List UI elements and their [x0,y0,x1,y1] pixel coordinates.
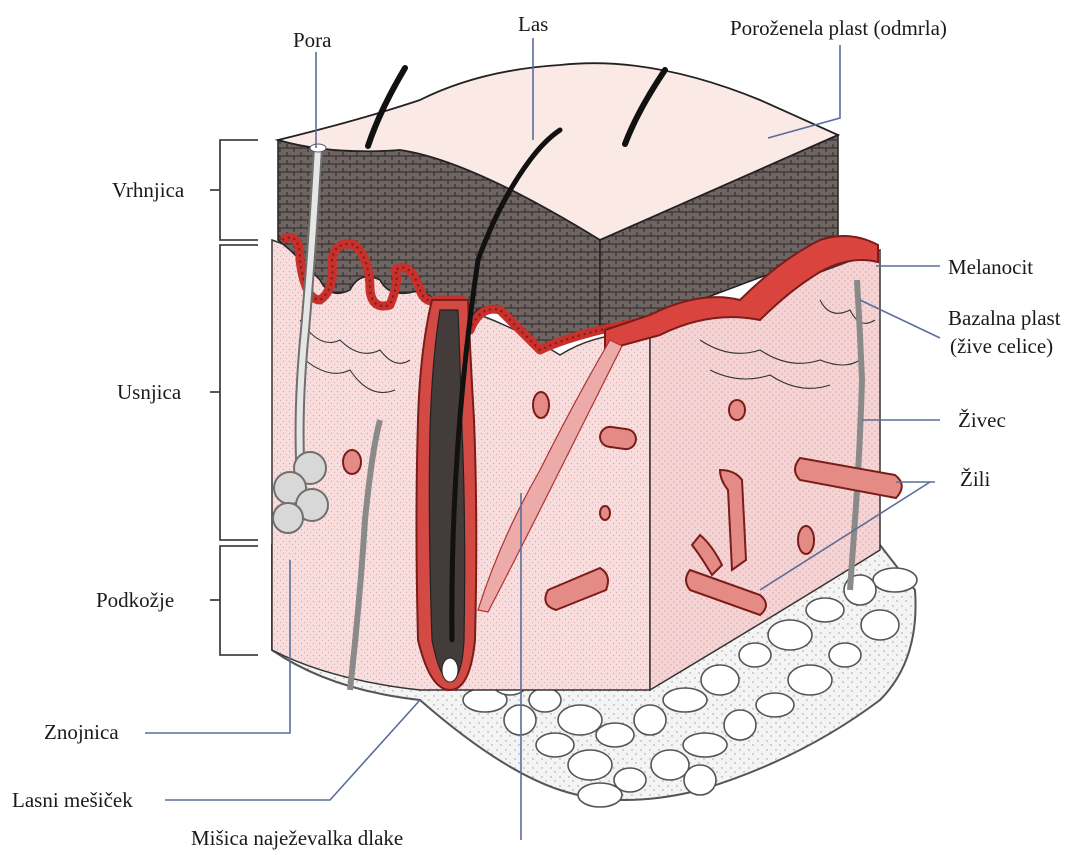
fat-cell [558,705,602,735]
label-zili: Žili [960,467,990,491]
label-pora: Pora [293,28,332,52]
fat-cell [578,783,622,807]
fat-cell [651,750,689,780]
label-misica: Mišica naježevalka dlake [191,826,403,850]
label-bazalna-plast-1: Bazalna plast [948,306,1061,330]
label-podkozje: Podkožje [96,588,174,612]
label-melanocit: Melanocit [948,255,1033,279]
label-usnjica: Usnjica [117,380,181,404]
label-znojnica: Znojnica [44,720,119,744]
fat-cell [663,688,707,712]
label-zivec: Živec [958,408,1006,432]
label-bazalna-plast-2: (žive celice) [950,334,1053,358]
fat-cell [596,723,634,747]
layer-brackets [210,140,258,655]
fat-cell [634,705,666,735]
fat-cell [829,643,861,667]
fat-cell [684,765,716,795]
fat-cell [701,665,739,695]
fat-cell [756,693,794,717]
fat-cell [861,610,899,640]
fat-cell [529,688,561,712]
label-lasni-micek: Lasni mešiček [12,788,133,812]
fat-cell [788,665,832,695]
fat-cell [536,733,574,757]
label-las: Las [518,12,548,36]
fat-cell [873,568,917,592]
label-vrhnjica: Vrhnjica [112,178,184,202]
fat-cell [683,733,727,757]
fat-cell [504,705,536,735]
fat-cell [568,750,612,780]
fat-cell [768,620,812,650]
fat-cell [739,643,771,667]
label-porozenela-plast: Poroženela plast (odmrla) [730,16,947,40]
fat-cell [806,598,844,622]
fat-cell [724,710,756,740]
